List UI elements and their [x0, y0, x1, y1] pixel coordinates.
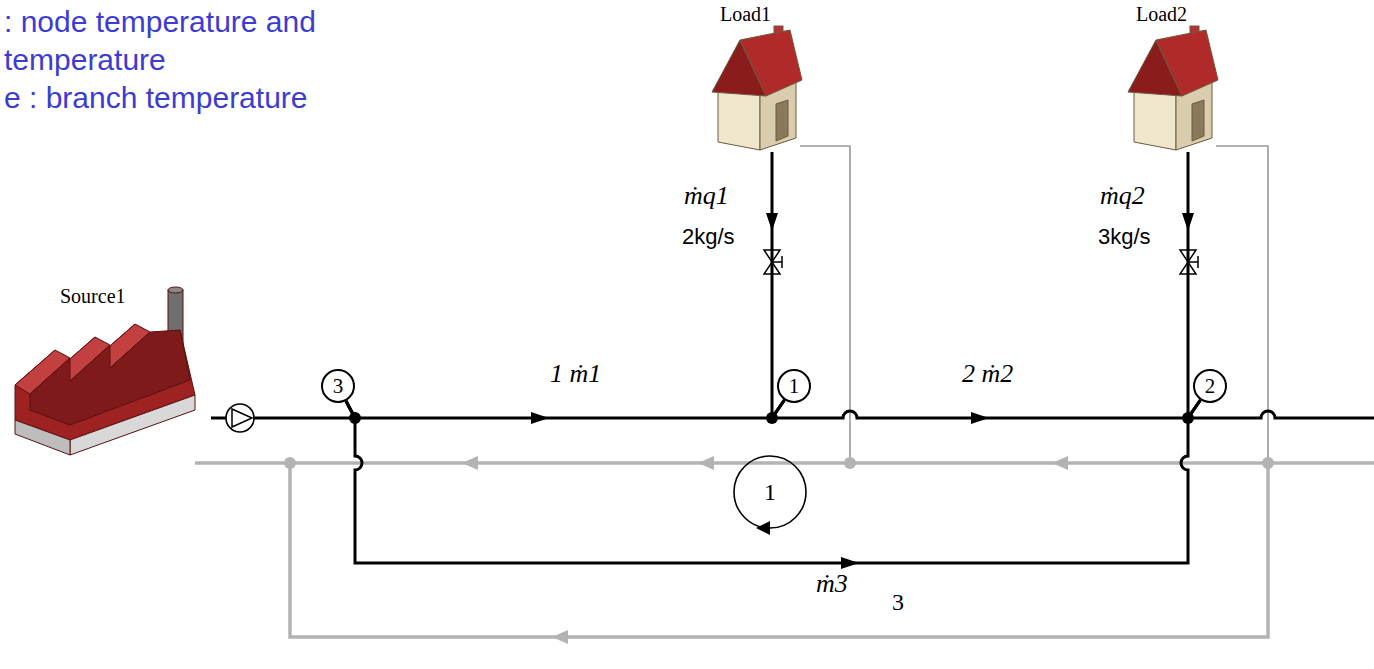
flow-value: 2kg/s [682, 224, 735, 250]
return-arrows [462, 456, 1068, 644]
node-title: Load2 [1136, 2, 1237, 26]
arrowhead [1182, 213, 1194, 231]
legend-note: e : branch temperature [4, 80, 308, 116]
pipe-line [772, 400, 1200, 418]
node-number: 2 [1193, 369, 1227, 403]
loop-arrow [734, 456, 806, 535]
pipe-line [346, 400, 784, 418]
node-number-text: 3 [333, 376, 344, 397]
node-number-text: 1 [789, 376, 800, 397]
legend-note: : node temperature and [4, 4, 316, 40]
flow-label: 2 ṁ2 [962, 358, 1013, 389]
node-number: 3 [321, 369, 355, 403]
flow-label: ṁq2 [1100, 180, 1145, 211]
house-icon [712, 26, 802, 150]
arrowhead [531, 412, 549, 424]
flow-value: 3kg/s [1098, 224, 1151, 250]
return-junctions [284, 457, 1274, 469]
load-house: Load2 [1119, 0, 1237, 152]
node-title: Load1 [720, 2, 821, 26]
pipe-line [346, 400, 1200, 563]
pump-symbol [226, 404, 254, 432]
flow-label: ṁq1 [684, 180, 729, 211]
arrowhead [766, 213, 778, 231]
pipe-connector [346, 400, 784, 424]
legend-note: temperature [4, 42, 166, 78]
pipe-connector [346, 400, 1200, 569]
branch-number: 3 [892, 588, 904, 617]
flow-label: 1 ṁ1 [550, 358, 601, 389]
loop-number: 1 [764, 478, 776, 507]
node-number: 1 [777, 369, 811, 403]
house-icon [1128, 26, 1218, 150]
arrowhead [971, 412, 989, 424]
return-leads [800, 146, 1268, 463]
flow-label: ṁ3 [816, 568, 848, 599]
arrowhead [841, 557, 859, 569]
pipe-connector [772, 400, 1200, 424]
load-house: Load1 [703, 0, 821, 152]
junction-dot [349, 412, 1194, 424]
supply-pipe [1188, 411, 1374, 418]
source-plant: Source1 [15, 282, 211, 434]
return-pipes [195, 463, 1374, 637]
node-number-text: 2 [1205, 376, 1216, 397]
factory-icon [15, 287, 195, 455]
node-title: Source1 [60, 284, 211, 308]
